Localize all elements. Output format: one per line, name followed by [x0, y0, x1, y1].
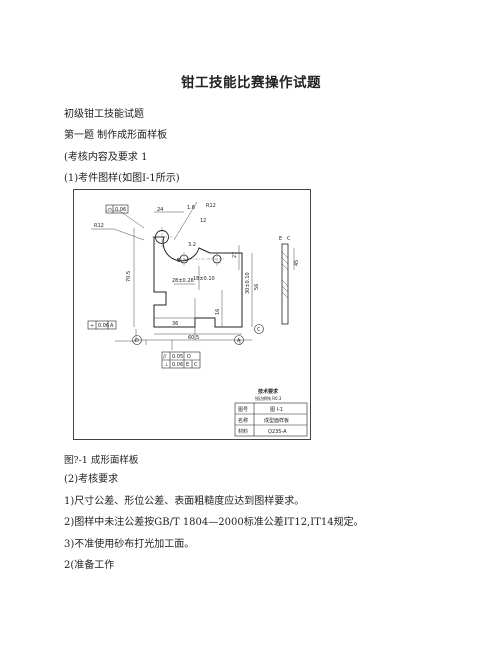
datum-c: C — [257, 327, 261, 333]
dim-30: 30±0.10 — [245, 272, 251, 294]
dim-12: 12 — [200, 218, 206, 224]
tolerance-left-ref: A — [110, 323, 114, 329]
tolerance-frame-left — [87, 320, 117, 330]
side-e: E — [279, 236, 282, 242]
tb-r1-value: 图 I-1 — [270, 407, 283, 413]
tol2-r2a: E — [186, 362, 189, 368]
part-outline — [153, 236, 243, 328]
requirement-line-4: 3)不准使用砂布打光加工面。 — [64, 539, 195, 550]
dim-18: 18±0.10 — [193, 276, 215, 282]
r-top: R12 — [206, 203, 216, 209]
tolerance-left-value: 0.06 — [98, 323, 109, 329]
tb-r3-value: Q235-A — [268, 429, 287, 435]
text-line-3: (考核内容及要求 1 — [64, 152, 148, 163]
tol2-r1: D — [187, 354, 191, 360]
dim-16: 16 — [215, 309, 221, 315]
figure-caption: 图?-1 成形面样板 — [64, 455, 139, 466]
datum-d: D — [135, 338, 139, 344]
tolerance-left-symbol: ÷ — [90, 323, 94, 329]
tb-r1-label: 图号 — [238, 407, 248, 413]
ra-top: 1.6 — [187, 205, 195, 211]
datum-e: E — [177, 258, 180, 264]
text-line-4: (1)考件图样(如图I-1所示) — [64, 173, 180, 184]
tol2-v1: 0.05 — [172, 354, 183, 360]
requirement-line-2: 1)尺寸公差、形位公差、表面粗糙度应达到图样要求。 — [64, 496, 305, 507]
tol2-v2: 0.06 — [172, 362, 183, 368]
r-small: R12 — [94, 223, 104, 229]
ra-small: 3.2 — [188, 242, 196, 248]
text-line-2: 第一题 制作成形面样板 — [64, 130, 168, 141]
tol2-r2b: C — [194, 362, 198, 368]
text-line-1: 初级钳工技能试题 — [64, 109, 144, 120]
dim-28: 28±0.26 — [172, 278, 194, 284]
dim-36: 36 — [172, 321, 178, 327]
tb-r2-label: 名称 — [238, 417, 248, 424]
tol2-sym1: // — [163, 354, 167, 360]
document-title: 钳工技能比赛操作试题 — [181, 75, 321, 91]
requirement-line-1: (2)考核要求 — [64, 474, 119, 485]
flatness-box — [105, 204, 129, 214]
dim-24: 24 — [157, 207, 163, 213]
tech-sub: 锐边倒钝 R0.3 — [255, 395, 282, 401]
requirement-line-3: 2)图样中未注公差按GB/T 1804—2000标准公差IT12,IT14规定。 — [64, 517, 364, 528]
technical-drawing: 24 1.6 R12 12 R12 18±0.10 28±0.26 70.5 5… — [73, 189, 311, 440]
drawing-svg: 24 1.6 R12 12 R12 18±0.10 28±0.26 70.5 5… — [87, 201, 308, 437]
tech-title: 技术要求 — [258, 388, 279, 395]
side-dim: 45 — [294, 260, 300, 266]
dim-27: 27 — [232, 252, 238, 258]
requirement-line-5: 2(准备工作 — [64, 560, 115, 571]
title-block — [234, 402, 308, 437]
dim-total-h: 70.5 — [126, 271, 132, 282]
tb-r3-label: 材料 — [238, 428, 248, 435]
dim-60: 60.5 — [188, 335, 199, 341]
side-view — [281, 243, 289, 325]
tol2-sym2: ⊥ — [164, 362, 168, 368]
tb-r2-value: 成型面样板 — [264, 417, 289, 424]
flatness-value: 0.06 — [115, 207, 126, 213]
dim-56: 56 — [254, 284, 260, 290]
side-c: C — [287, 236, 291, 242]
datum-a: A — [237, 338, 241, 344]
